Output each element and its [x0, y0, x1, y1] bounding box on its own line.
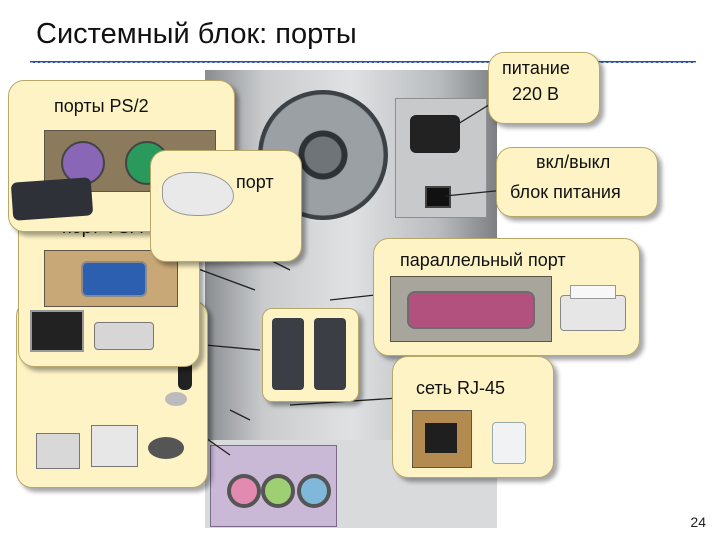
title-divider-dots	[30, 62, 696, 64]
power-label-line2: 220 В	[512, 84, 560, 104]
rj45-port-photo	[412, 410, 472, 468]
parallel-label: параллельный порт	[400, 250, 566, 270]
slide-title: Системный блок: порты	[36, 18, 357, 50]
vga-port-photo	[44, 250, 178, 307]
parallel-port-photo	[390, 276, 552, 342]
printer-photo	[560, 285, 626, 337]
power-switch	[425, 186, 451, 208]
keyboard-photo	[10, 177, 94, 221]
switch-label-line1: вкл/выкл	[536, 152, 611, 172]
speakers-photo	[270, 318, 350, 392]
mouse-photo	[162, 172, 234, 216]
audio-jacks-photo	[210, 445, 337, 527]
switch-label-line2: блок питания	[510, 182, 621, 202]
network-label: сеть RJ-45	[416, 378, 506, 398]
printer-scanner-photo	[36, 415, 186, 475]
power-label-line1: питание	[502, 58, 570, 78]
usb-label: порт	[236, 172, 274, 192]
power-socket	[410, 115, 460, 153]
callout-switch	[496, 147, 658, 217]
monitor-projector-photo	[30, 310, 180, 360]
rj45-cable-photo	[478, 400, 540, 470]
ps2-label: порты PS/2	[54, 96, 149, 116]
callout-power	[488, 52, 600, 124]
page-number: 24	[690, 514, 706, 530]
